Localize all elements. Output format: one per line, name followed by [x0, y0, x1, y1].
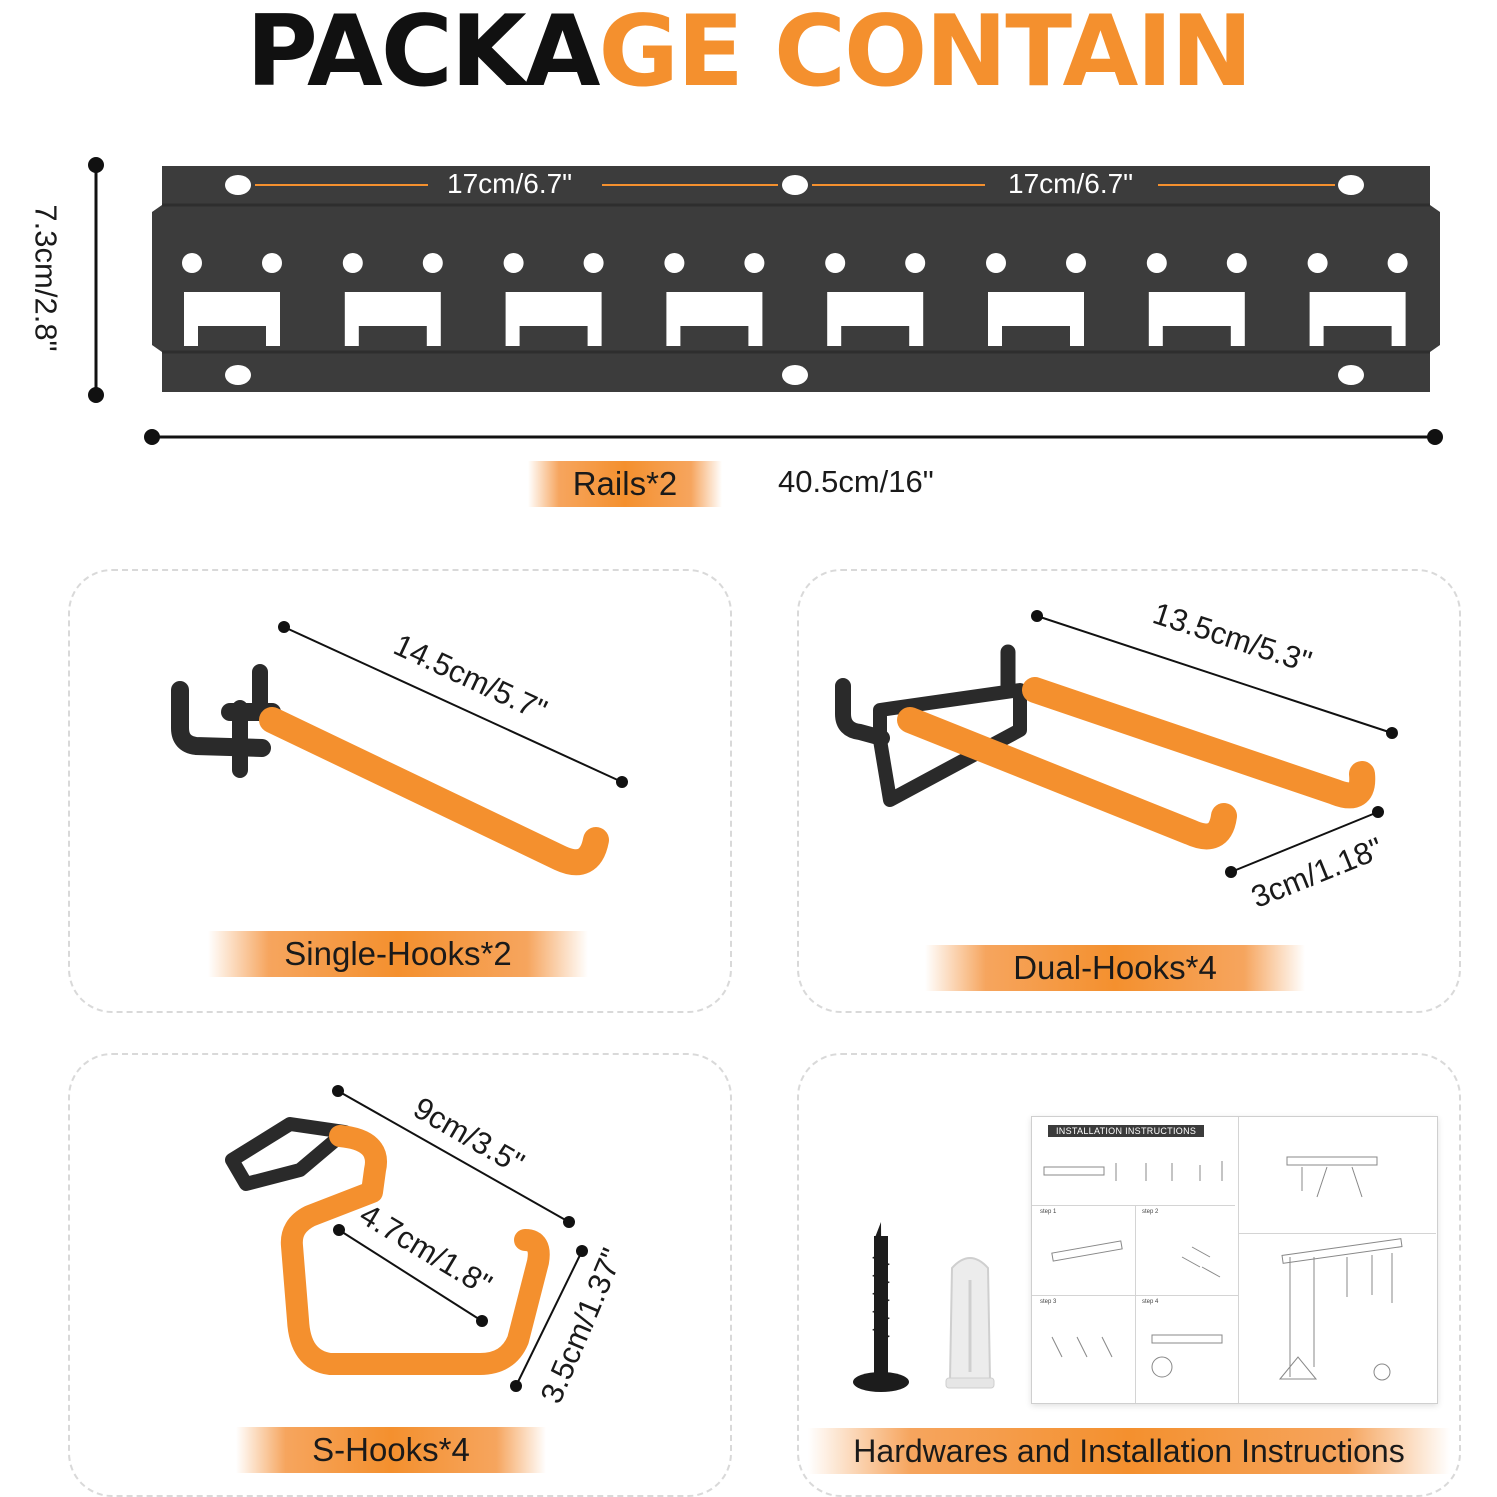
- page-title: PACKAGE CONTAIN: [0, 0, 1497, 112]
- rail-peg-hole: [1387, 253, 1408, 273]
- single-hook-image: [171, 664, 609, 876]
- manual-step-1: step 1: [1040, 1209, 1057, 1215]
- manual-sketches: [1043, 1156, 1403, 1381]
- rail-hole-spacing-right: 17cm/6.7": [1008, 168, 1134, 199]
- rail-slot: [827, 292, 924, 346]
- rail-holes: [182, 175, 1408, 385]
- rail-peg-hole: [664, 253, 685, 273]
- manual-step-4: step 4: [1142, 1299, 1159, 1305]
- dual-hook-image: [835, 644, 1376, 850]
- wall-anchor-image: [945, 1257, 995, 1389]
- manual-step-3: step 3: [1040, 1299, 1057, 1305]
- rail-peg-hole: [825, 253, 846, 273]
- rail-slot: [1148, 292, 1245, 346]
- title-part-black: PACKA: [246, 0, 600, 109]
- rail-mount-hole: [782, 365, 808, 385]
- rail-peg-hole: [422, 253, 443, 273]
- s-hooks-label: S-Hooks*4: [236, 1427, 546, 1473]
- rail-peg-hole: [1307, 253, 1328, 273]
- rail-mount-hole: [782, 175, 808, 195]
- rail-hole-spacing-left: 17cm/6.7": [447, 168, 573, 199]
- rail-slot: [344, 292, 441, 346]
- rail-width-dim: 40.5cm/16": [778, 464, 934, 499]
- screw-image: [853, 1222, 909, 1392]
- manual-step-2: step 2: [1142, 1209, 1159, 1215]
- rail-peg-hole: [503, 253, 524, 273]
- rail-peg-hole: [986, 253, 1006, 273]
- rail-peg-hole: [744, 253, 765, 273]
- rail-illustration: [88, 157, 1443, 445]
- rail-mount-hole: [1338, 365, 1364, 385]
- rail-peg-hole: [1226, 253, 1247, 273]
- rail-peg-hole: [1146, 253, 1167, 273]
- rail-mount-hole: [225, 365, 251, 385]
- dual-hooks-label: Dual-Hooks*4: [925, 945, 1305, 991]
- rail-peg-hole: [1066, 253, 1086, 273]
- title-part-orange: GE CONTAIN: [598, 0, 1253, 109]
- rail-plate: [152, 166, 1440, 392]
- single-hooks-label: Single-Hooks*2: [208, 931, 588, 977]
- rail-peg-hole: [262, 253, 282, 273]
- installation-manual: INSTALLATION INSTRUCTIONS step 1 step 2 …: [1031, 1116, 1438, 1404]
- rail-peg-hole: [905, 253, 926, 273]
- rail-slot: [184, 292, 280, 346]
- rail-mount-hole: [1338, 175, 1364, 195]
- rail-slot: [988, 292, 1084, 346]
- rail-peg-hole: [182, 253, 202, 273]
- s-hook-image: [225, 1117, 550, 1375]
- rail-peg-hole: [583, 253, 604, 273]
- rail-slot: [505, 292, 602, 346]
- rail-slot: [666, 292, 763, 346]
- rail-slot: [1309, 292, 1406, 346]
- rails-label: Rails*2: [528, 461, 722, 507]
- hardware-label: Hardwares and Installation Instructions: [808, 1428, 1450, 1474]
- rail-peg-hole: [342, 253, 363, 273]
- manual-title: INSTALLATION INSTRUCTIONS: [1048, 1125, 1205, 1137]
- rail-mount-hole: [225, 175, 251, 195]
